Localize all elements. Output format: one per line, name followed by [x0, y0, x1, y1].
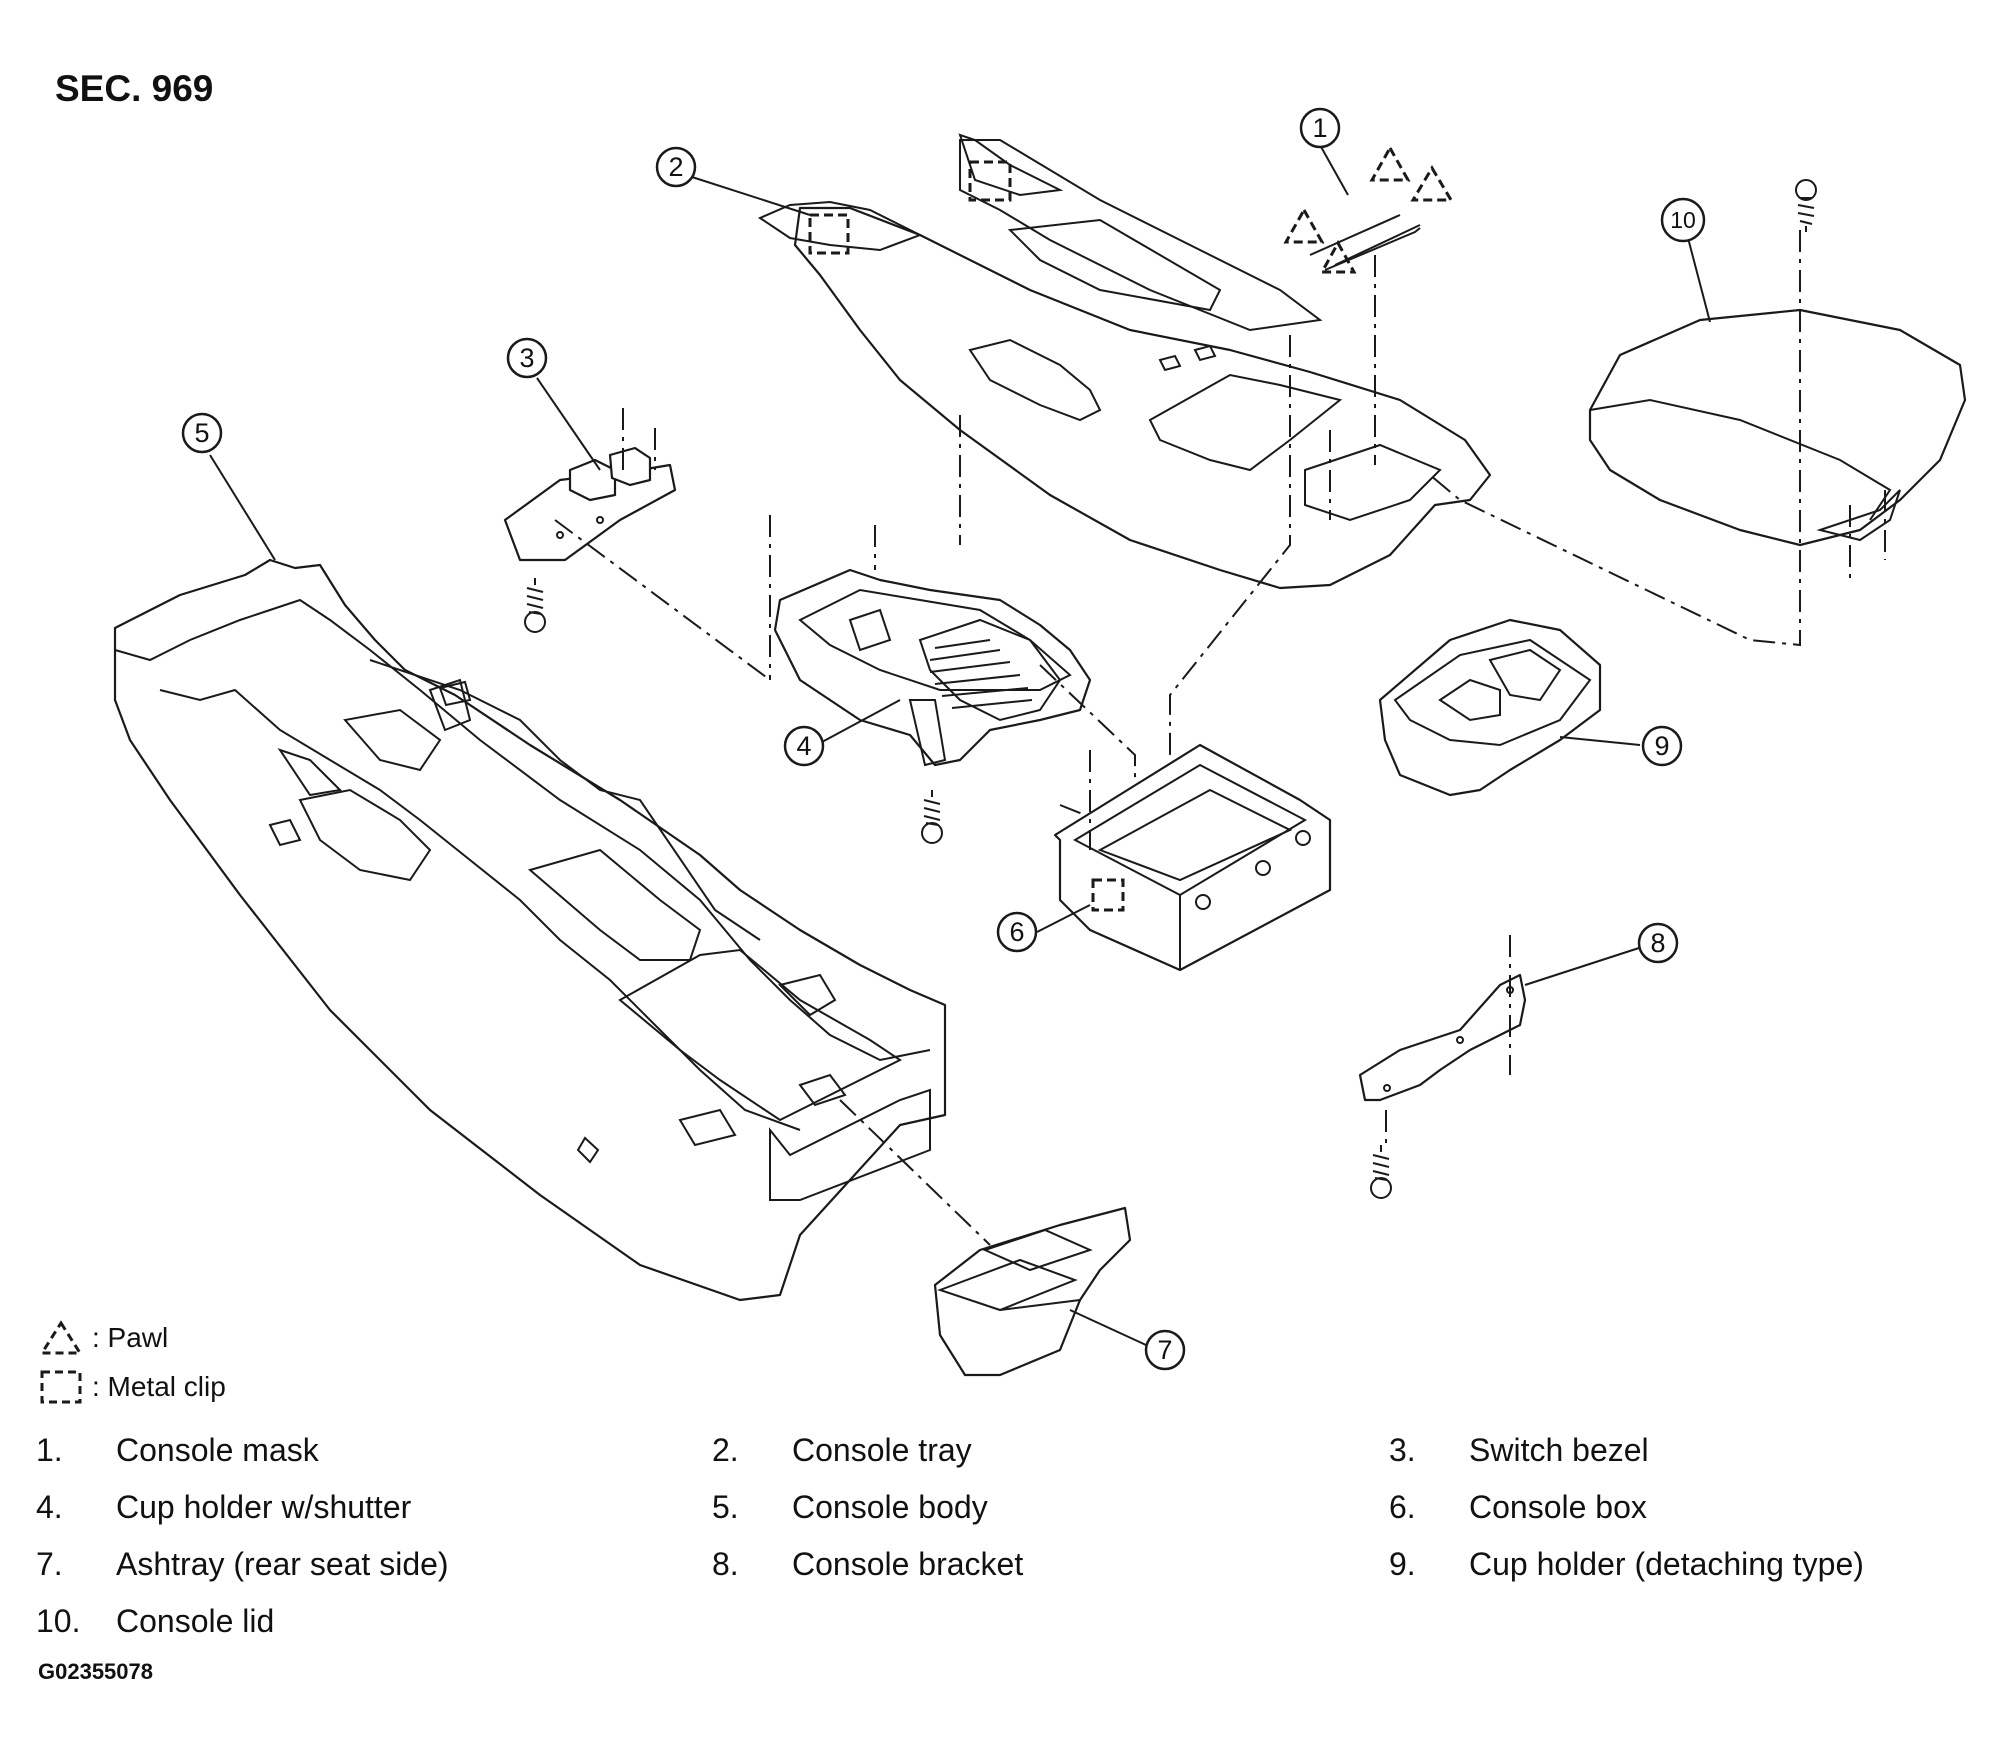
- svg-text:3: 3: [519, 343, 534, 373]
- svg-text:2: 2: [668, 152, 683, 182]
- svg-text:1: 1: [1312, 113, 1327, 143]
- part-item-6: 6.Console box: [1389, 1489, 1647, 1525]
- screw-icon-bezel: [524, 578, 546, 633]
- assembly-lines: [554, 230, 1886, 1246]
- cup-holder-detaching: [1378, 618, 1602, 797]
- callout-1: 1: [1299, 107, 1341, 149]
- callout-3: 3: [506, 337, 548, 379]
- section-title: SEC. 969: [55, 68, 214, 109]
- callout-4: 4: [783, 725, 825, 767]
- console-mask: [1283, 144, 1454, 274]
- pawl-icon-4: [1319, 239, 1357, 274]
- callout-8: 8: [1637, 922, 1679, 964]
- console-tray: [757, 133, 1492, 590]
- legend-metal-clip: : Metal clip: [38, 1369, 226, 1405]
- part-item-10: 10.Console lid: [36, 1603, 275, 1639]
- leader-lines: [209, 144, 1711, 1346]
- legend-pawl: : Pawl: [38, 1320, 168, 1356]
- callout-7: 7: [1144, 1329, 1186, 1371]
- part-item-3: 3.Switch bezel: [1389, 1432, 1649, 1468]
- figure-id: G02355078: [38, 1659, 153, 1684]
- switch-bezel: [503, 446, 677, 562]
- console-body: [113, 558, 947, 1302]
- metal-clip-icon-1: [808, 213, 850, 255]
- legend-metal-clip-label: : Metal clip: [92, 1371, 226, 1402]
- console-bracket: [1358, 973, 1527, 1102]
- pawl-icon-2: [1410, 165, 1454, 202]
- legend-pawl-label: : Pawl: [92, 1322, 169, 1353]
- pawl-icon-3: [1283, 206, 1325, 244]
- svg-text:6: 6: [1009, 917, 1024, 947]
- svg-text:7: 7: [1157, 1335, 1172, 1365]
- part-item-1: 1.Console mask: [36, 1432, 319, 1468]
- part-item-9: 9.Cup holder (detaching type): [1389, 1546, 1864, 1582]
- svg-text:8: 8: [1650, 928, 1665, 958]
- callout-6: 6: [996, 911, 1038, 953]
- metal-clip-icon-2: [968, 160, 1012, 202]
- callout-2: 2: [655, 146, 697, 188]
- screw-icon-lid: [1795, 179, 1817, 232]
- callout-10: 10: [1660, 197, 1706, 243]
- part-item-8: 8.Console bracket: [712, 1546, 1024, 1582]
- part-item-7: 7.Ashtray (rear seat side): [36, 1546, 449, 1582]
- callout-9: 9: [1641, 725, 1683, 767]
- svg-text:5: 5: [194, 418, 209, 448]
- callout-5: 5: [181, 412, 223, 454]
- ashtray: [933, 1206, 1132, 1377]
- screw-icon-cupholder: [921, 790, 943, 844]
- metal-clip-icon-3: [1091, 878, 1125, 912]
- console-lid: [1588, 308, 1967, 547]
- svg-text:9: 9: [1654, 731, 1669, 761]
- svg-text:10: 10: [1670, 207, 1696, 233]
- svg-text:4: 4: [796, 731, 811, 761]
- part-item-5: 5.Console body: [712, 1489, 988, 1525]
- console-box: [1053, 743, 1332, 972]
- pawl-icon-1: [1369, 144, 1411, 182]
- metal-clip-square-icon: [40, 1370, 82, 1404]
- part-item-4: 4.Cup holder w/shutter: [36, 1489, 412, 1525]
- pawl-triangle-icon: [39, 1320, 83, 1355]
- cup-holder-shutter: [773, 568, 1092, 767]
- screw-icon-bracket: [1370, 1145, 1392, 1199]
- exploded-diagram: 1 2 3 4 5 6 7 8 9 10: [113, 107, 1967, 1377]
- part-item-2: 2.Console tray: [712, 1432, 972, 1468]
